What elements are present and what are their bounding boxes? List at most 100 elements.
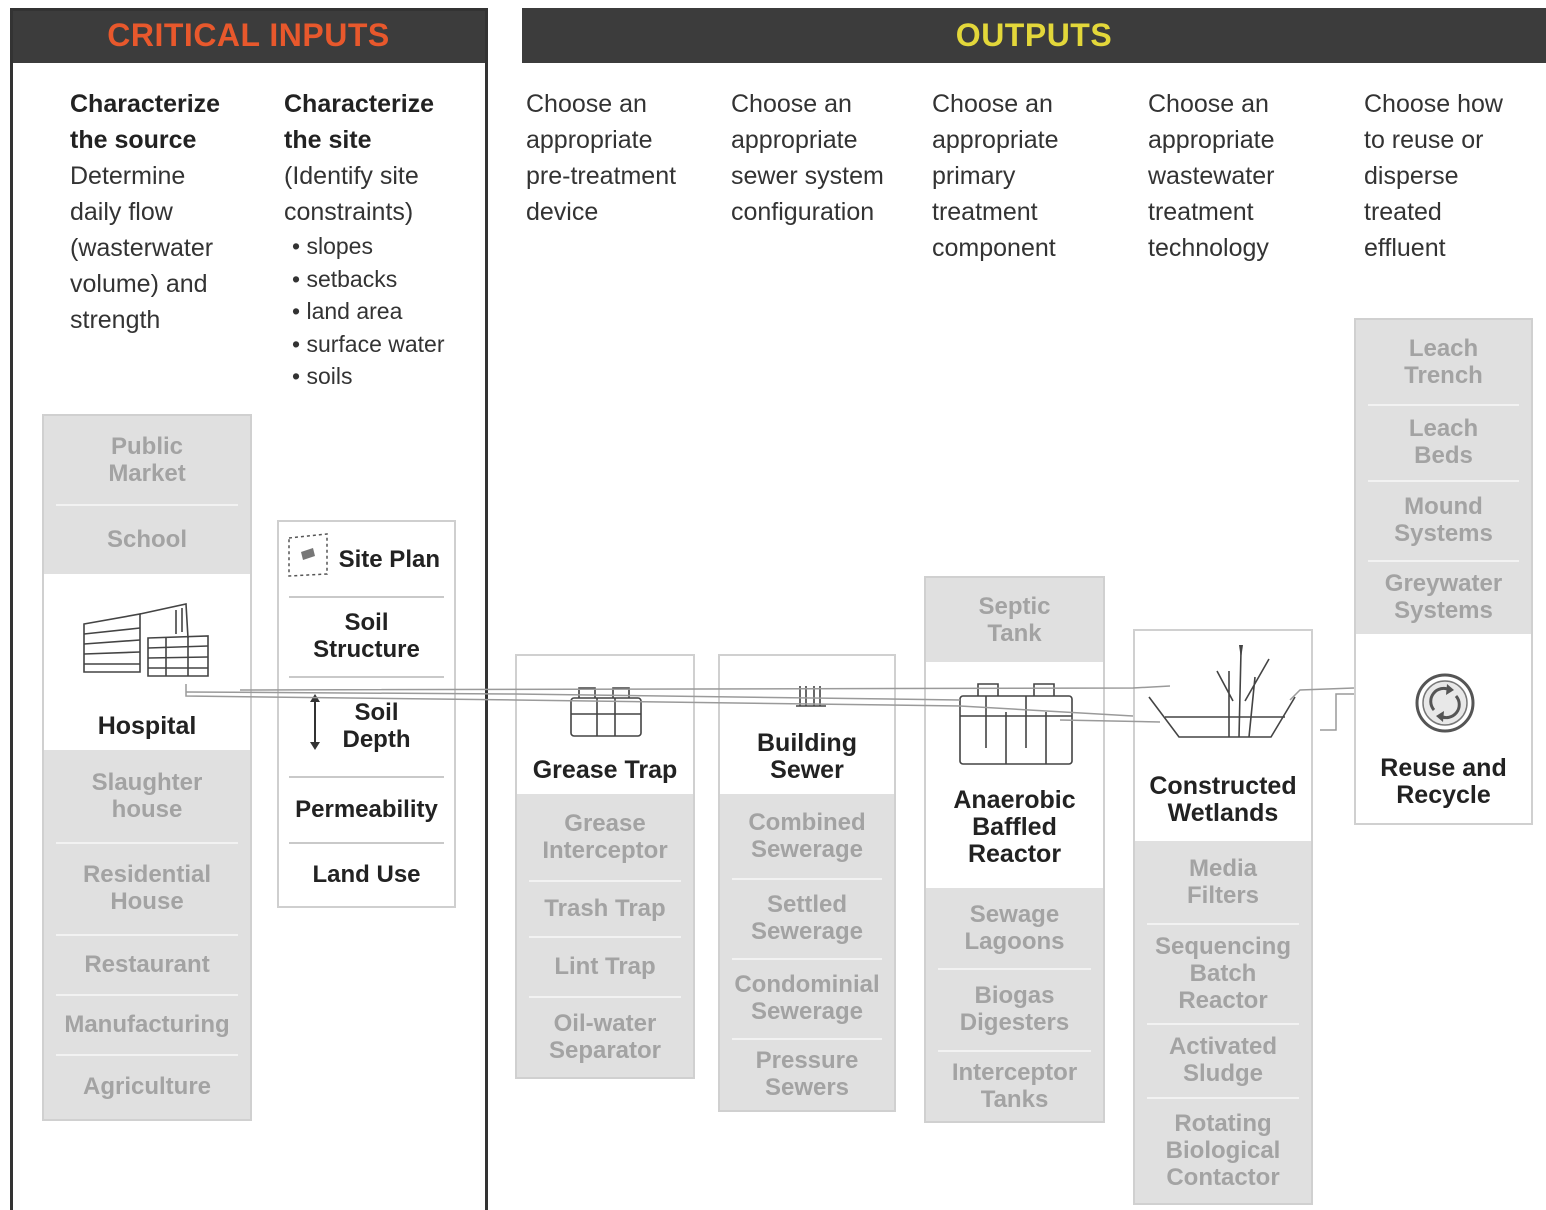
option-constructed-wetlands-selected[interactable]: Constructed Wetlands xyxy=(1135,631,1311,841)
option-label: Agriculture xyxy=(82,1073,211,1100)
site-factor-label: Land Use xyxy=(312,860,421,888)
option-anaerobic-baffled-reactor-selected[interactable]: Anaerobic Baffled Reactor xyxy=(926,662,1103,888)
site-factor-land-use[interactable]: Land Use xyxy=(279,842,454,906)
option-interceptor-tanks[interactable]: Interceptor Tanks xyxy=(926,1050,1103,1121)
option-pressure-sewers[interactable]: Pressure Sewers xyxy=(720,1038,894,1110)
option-combined-sewerage[interactable]: Combined Sewerage xyxy=(720,794,894,878)
source-options: Public Market School Hospital Slaughter … xyxy=(42,414,252,1121)
option-label: Sewerage xyxy=(750,836,864,863)
option-leach-beds[interactable]: Leach Beds xyxy=(1356,404,1531,480)
site-constraint: surface water xyxy=(292,328,482,361)
site-constraint: setbacks xyxy=(292,263,482,296)
source-line: volume) and xyxy=(70,270,208,298)
option-oil-water-separator[interactable]: Oil-water Separator xyxy=(517,996,693,1077)
option-grease-trap-selected[interactable]: Grease Trap xyxy=(517,656,693,794)
outputs-header: OUTPUTS xyxy=(522,8,1546,63)
step-line: treated xyxy=(1364,198,1442,226)
site-factor-label: Site Plan xyxy=(338,545,440,573)
site-constraint: soils xyxy=(292,360,482,393)
option-manufacturing[interactable]: Manufacturing xyxy=(44,994,250,1054)
option-sequencing-batch-reactor[interactable]: Sequencing Batch Reactor xyxy=(1135,923,1311,1023)
option-label: Residential xyxy=(82,861,212,888)
option-label: Pressure xyxy=(755,1047,859,1074)
option-label: Media xyxy=(1188,855,1257,882)
critical-inputs-title: CRITICAL INPUTS xyxy=(107,17,390,53)
option-public-market[interactable]: Public Market xyxy=(44,416,250,504)
option-label: Slaughter xyxy=(91,769,203,796)
site-factor-soil-depth[interactable]: Soil Depth xyxy=(279,676,454,776)
site-title-2: the site xyxy=(284,126,372,154)
option-hospital-selected[interactable]: Hospital xyxy=(44,574,250,750)
primary-options: Septic Tank Anaerobic Baffled Reactor Se… xyxy=(924,576,1105,1123)
step-line: appropriate xyxy=(932,126,1059,154)
option-activated-sludge[interactable]: Activated Sludge xyxy=(1135,1023,1311,1097)
step-primary: Choose an appropriate primary treatment … xyxy=(932,86,1112,266)
option-label: Tank xyxy=(987,620,1042,647)
site-factor-label: Soil Depth xyxy=(342,699,411,753)
option-label: Baffled xyxy=(972,813,1057,841)
technology-options: Constructed Wetlands Media Filters Seque… xyxy=(1133,629,1313,1205)
wetland-reeds-icon xyxy=(1145,641,1305,757)
option-label: Activated xyxy=(1168,1033,1278,1060)
option-label: Wetlands xyxy=(1167,799,1279,827)
step-line: to reuse or xyxy=(1364,126,1484,154)
option-label: Biogas xyxy=(974,982,1055,1009)
option-media-filters[interactable]: Media Filters xyxy=(1135,841,1311,923)
option-label: Building xyxy=(757,729,857,757)
vertical-arrow-icon xyxy=(307,692,323,758)
option-label: Sewers xyxy=(764,1074,850,1101)
critical-inputs-header: CRITICAL INPUTS xyxy=(10,8,487,63)
option-label: Greywater xyxy=(1384,570,1503,597)
option-sewage-lagoons[interactable]: Sewage Lagoons xyxy=(926,888,1103,968)
option-restaurant[interactable]: Restaurant xyxy=(44,934,250,994)
option-agriculture[interactable]: Agriculture xyxy=(44,1054,250,1119)
option-grease-interceptor[interactable]: Grease Interceptor xyxy=(517,794,693,880)
step-line: primary xyxy=(932,162,1016,190)
option-label: Batch xyxy=(1189,959,1257,987)
option-reuse-and-recycle-selected[interactable]: Reuse and Recycle xyxy=(1356,634,1531,823)
option-label: Leach xyxy=(1408,335,1479,362)
option-school[interactable]: School xyxy=(44,504,250,574)
option-label: Settled xyxy=(766,891,847,918)
option-label: Beds xyxy=(1414,442,1473,469)
step-line: sewer system xyxy=(731,162,884,190)
option-label: Rotating xyxy=(1174,1109,1272,1137)
site-factor-soil-structure[interactable]: Soil Structure xyxy=(279,596,454,676)
option-label: Systems xyxy=(1394,597,1493,624)
option-greywater-systems[interactable]: Greywater Systems xyxy=(1356,560,1531,634)
option-label: Grease xyxy=(564,810,646,837)
option-label: House xyxy=(110,888,184,915)
step-line: Choose how xyxy=(1364,90,1503,118)
site-line: (Identify site xyxy=(284,162,419,190)
critical-inputs-frame xyxy=(10,8,488,1210)
site-constraints-list: slopes setbacks land area surface water … xyxy=(292,230,482,393)
option-leach-trench[interactable]: Leach Trench xyxy=(1356,320,1531,404)
site-factor-site-plan[interactable]: Site Plan xyxy=(279,522,454,596)
option-mound-systems[interactable]: Mound Systems xyxy=(1356,480,1531,560)
site-constraint: slopes xyxy=(292,230,482,263)
option-label: Restaurant xyxy=(84,950,210,978)
option-slaughter-house[interactable]: Slaughter house xyxy=(44,750,250,842)
option-label: Reuse and xyxy=(1380,754,1507,782)
option-label: Interceptor xyxy=(542,837,668,864)
option-lint-trap[interactable]: Lint Trap xyxy=(517,936,693,996)
site-factor-permeability[interactable]: Permeability xyxy=(279,776,454,842)
option-trash-trap[interactable]: Trash Trap xyxy=(517,880,693,936)
step-line: treatment xyxy=(932,198,1038,226)
grease-trap-icon xyxy=(567,684,647,746)
reuse-options: Leach Trench Leach Beds Mound Systems Gr… xyxy=(1354,318,1533,825)
sewer-options: Building Sewer Combined Sewerage Settled… xyxy=(718,654,896,1112)
option-label: Trench xyxy=(1404,362,1483,389)
site-plan-icon xyxy=(287,532,331,584)
step-line: technology xyxy=(1148,234,1269,262)
option-settled-sewerage[interactable]: Settled Sewerage xyxy=(720,878,894,958)
option-label: Biological xyxy=(1165,1136,1281,1164)
option-label: Trash Trap xyxy=(544,894,666,922)
option-building-sewer-selected[interactable]: Building Sewer xyxy=(720,656,894,794)
option-residential-house[interactable]: Residential House xyxy=(44,842,250,934)
option-septic-tank[interactable]: Septic Tank xyxy=(926,578,1103,662)
option-rotating-biological-contactor[interactable]: Rotating Biological Contactor xyxy=(1135,1097,1311,1203)
option-label: Sequencing xyxy=(1154,932,1292,960)
option-biogas-digesters[interactable]: Biogas Digesters xyxy=(926,968,1103,1050)
option-condominial-sewerage[interactable]: Condominial Sewerage xyxy=(720,958,894,1038)
